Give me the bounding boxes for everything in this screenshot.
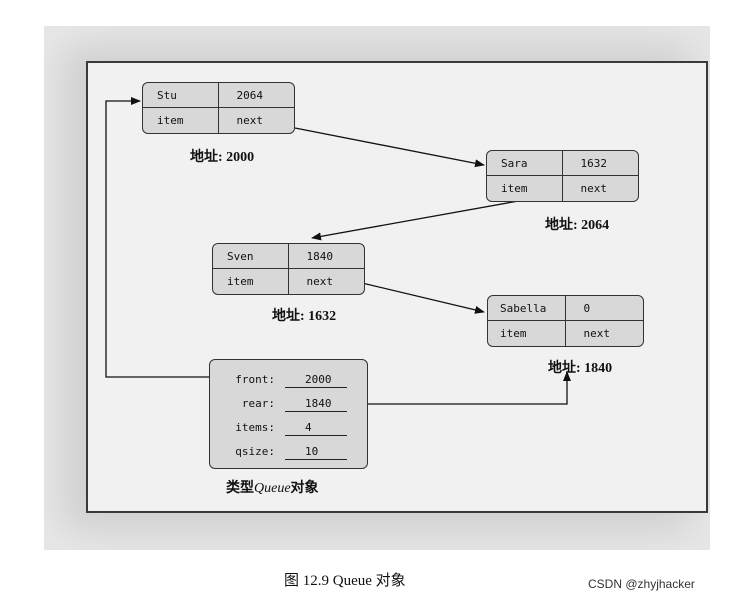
node-name: Sabella	[488, 296, 566, 320]
field-value: 10	[285, 445, 347, 460]
node-sara: Sara 1632 item next	[486, 150, 639, 202]
item-label: item	[143, 108, 219, 133]
arrow-stu-to-sara	[294, 127, 485, 168]
address-label: 地址: 1840	[548, 361, 613, 376]
caption-prefix: 类型	[226, 481, 254, 496]
next-label: next	[306, 275, 334, 288]
arrow-sven-to-sabella	[361, 282, 485, 314]
next-label: next	[583, 327, 611, 340]
queue-caption: 类型Queue对象	[226, 477, 319, 497]
next-label: next	[236, 114, 264, 127]
field-label: items:	[235, 421, 275, 434]
node-next-value: 0	[583, 301, 591, 315]
item-label: item	[213, 269, 289, 294]
address-label: 地址: 1632	[272, 309, 337, 324]
queue-object: front: 2000 rear: 1840 items: 4 qsize: 1…	[209, 359, 368, 469]
field-value: 4	[285, 421, 347, 436]
watermark: CSDN @zhyjhacker	[588, 577, 695, 591]
node-name: Stu	[143, 83, 219, 107]
node-next-value: 2064	[236, 88, 264, 102]
node-name: Sara	[487, 151, 563, 175]
queue-field-rear: rear: 1840	[210, 394, 367, 416]
caption-suffix: 对象	[290, 481, 319, 496]
queue-field-front: front: 2000	[210, 370, 367, 392]
node-stu: Stu 2064 item next	[142, 82, 295, 134]
node-next-value: 1632	[580, 156, 608, 170]
queue-field-items: items: 4	[210, 418, 367, 440]
field-value: 2000	[285, 373, 347, 388]
address-label: 地址: 2000	[190, 150, 255, 165]
field-value: 1840	[285, 397, 347, 412]
node-sabella: Sabella 0 item next	[487, 295, 644, 347]
arrow-front-to-stu	[105, 97, 248, 378]
arrow-rear-to-sabella	[345, 371, 571, 405]
next-label: next	[580, 182, 608, 195]
queue-field-qsize: qsize: 10	[210, 442, 367, 464]
address-label: 地址: 2064	[545, 218, 610, 233]
diagram-panel	[86, 61, 708, 513]
node-next-value: 1840	[306, 249, 334, 263]
node-sven: Sven 1840 item next	[212, 243, 365, 295]
item-label: item	[488, 321, 566, 346]
item-label: item	[487, 176, 563, 201]
figure-caption: 图 12.9 Queue 对象	[284, 573, 406, 589]
field-label: rear:	[241, 397, 275, 410]
field-label: qsize:	[235, 445, 275, 458]
field-label: front:	[235, 373, 275, 386]
node-name: Sven	[213, 244, 289, 268]
caption-type: Queue	[254, 481, 291, 496]
